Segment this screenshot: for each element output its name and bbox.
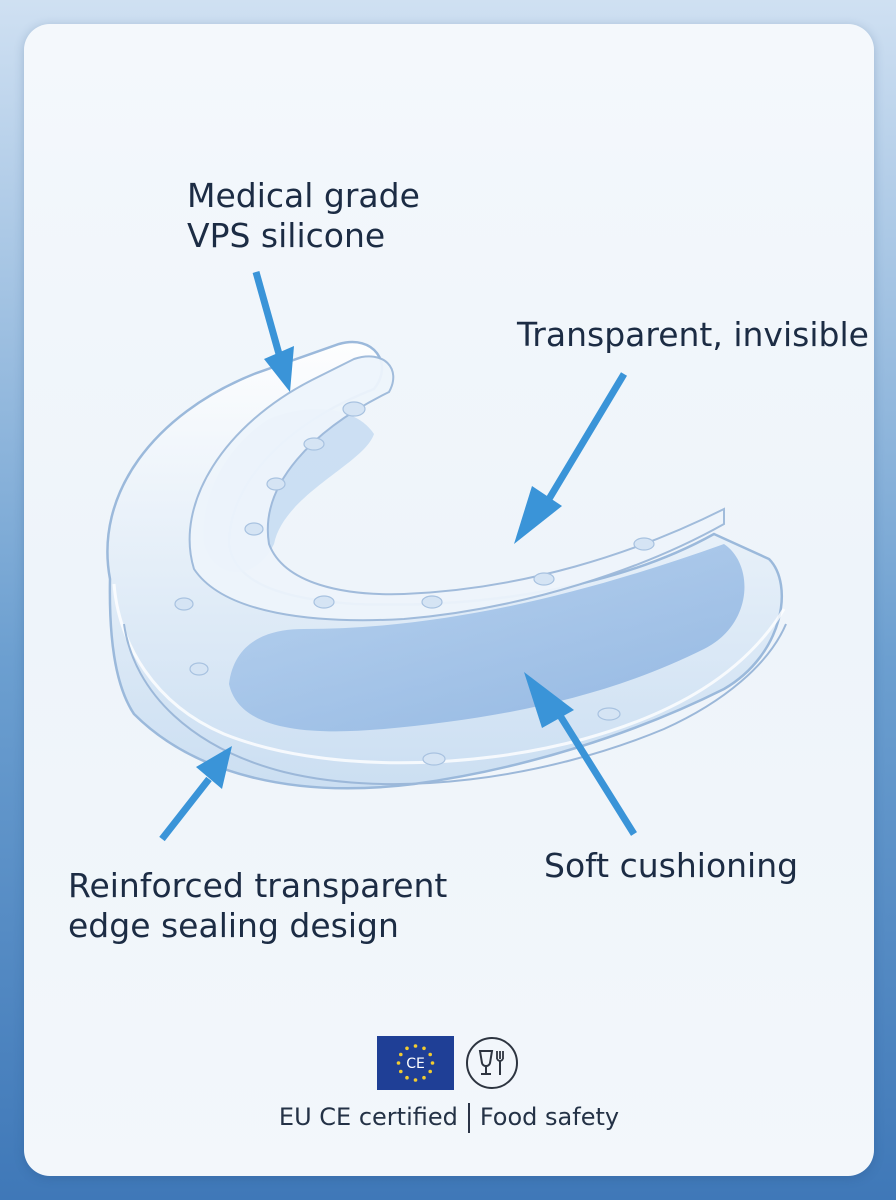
- product-card: Medical grade VPS silicone Transparent, …: [24, 24, 874, 1176]
- arrow-transparent: [514, 372, 628, 544]
- label-soft-cushioning: Soft cushioning: [544, 846, 799, 885]
- arrow-medical: [252, 271, 294, 392]
- certification-badges: CE: [377, 1035, 518, 1091]
- cert-eu-ce: EU CE certified: [278, 1103, 458, 1131]
- label-medical-grade: Medical grade VPS silicone: [187, 176, 420, 256]
- label-edge-line1: Reinforced transparent: [68, 866, 448, 905]
- arrow-soft: [524, 672, 637, 836]
- label-transparent: Transparent, invisible: [517, 315, 869, 354]
- eu-flag-ce-text: CE: [406, 1056, 425, 1072]
- eu-ce-flag-icon: CE: [377, 1036, 454, 1090]
- texture-dimples: [174, 401, 655, 766]
- inner-cushion: [229, 544, 745, 732]
- arrow-edge: [159, 746, 232, 842]
- label-medical-line1: Medical grade: [187, 176, 420, 215]
- food-safe-icon: [466, 1037, 518, 1089]
- tray-edge: [123, 623, 787, 786]
- tray-rim: [112, 583, 786, 765]
- label-medical-line2: VPS silicone: [187, 216, 386, 255]
- certification-caption: EU CE certified Food safety: [24, 1102, 874, 1133]
- label-edge-line2: edge sealing design: [68, 906, 399, 945]
- cert-food-safety: Food safety: [479, 1103, 620, 1131]
- caption-divider: [467, 1103, 470, 1133]
- label-edge-sealing: Reinforced transparent edge sealing desi…: [68, 866, 447, 946]
- bite-channel: [188, 355, 725, 622]
- mouthguard-illustration: [106, 271, 787, 842]
